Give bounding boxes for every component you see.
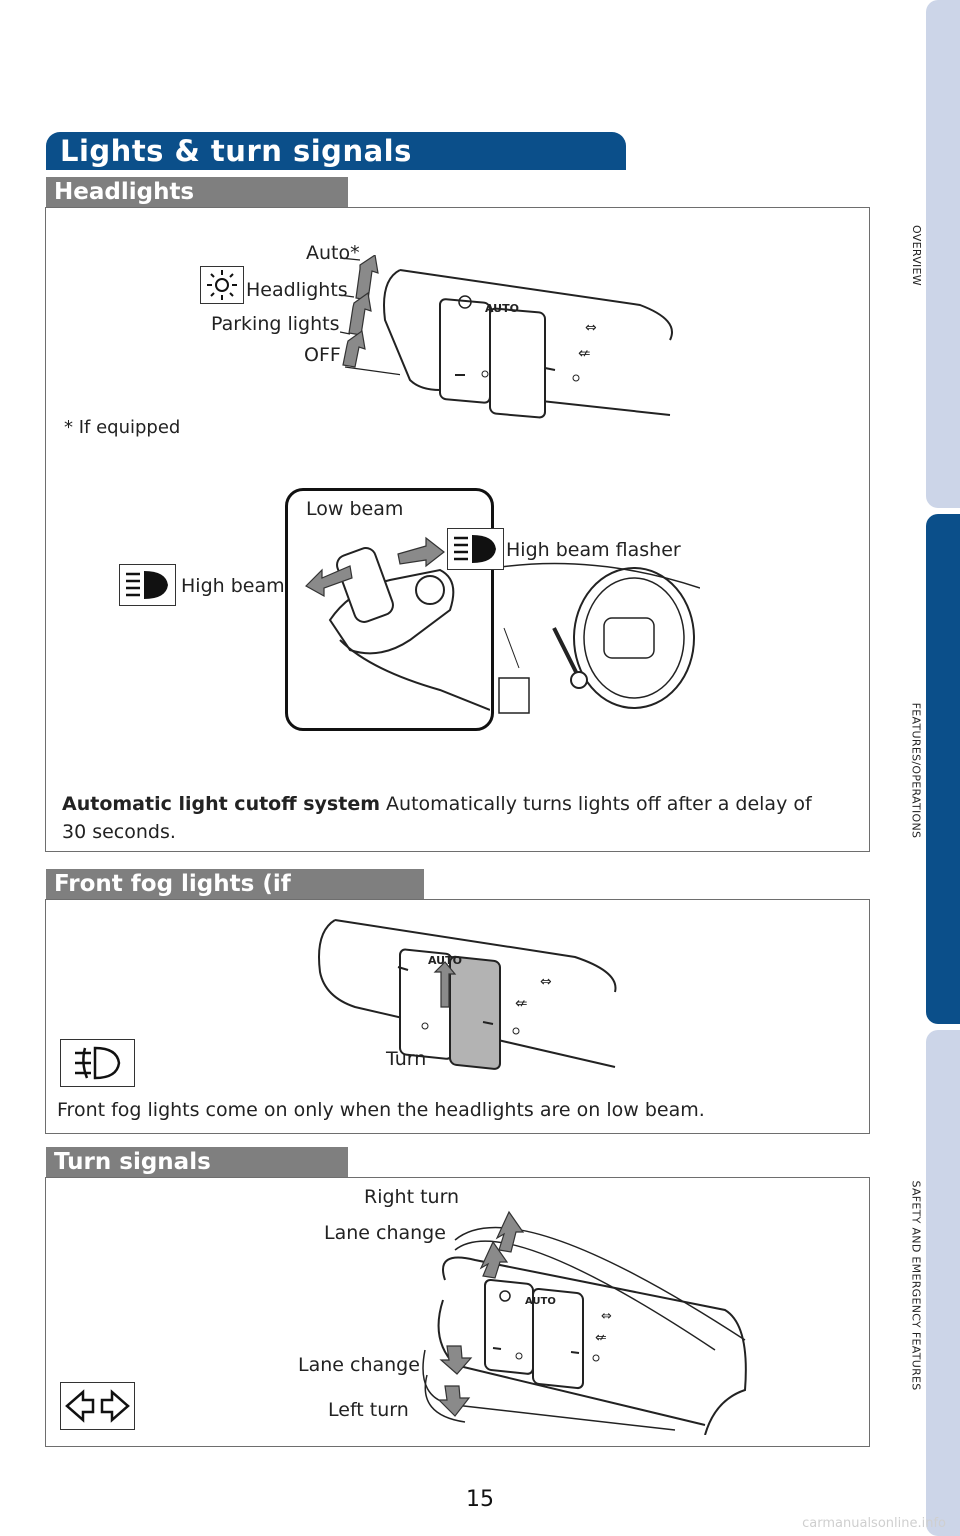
low-beam-hand-illustration — [328, 547, 490, 711]
svg-text:⇍: ⇍ — [578, 344, 591, 362]
page-title: Lights & turn signals — [60, 134, 412, 168]
turn-stalk-illustration: AUTO ⇍ ⇔ — [422, 1210, 747, 1435]
light-cutoff-text: Automatically turns lights off after a d… — [62, 793, 812, 843]
headlight-icon-box — [200, 266, 244, 304]
headlights-heading: Headlights — [46, 177, 348, 207]
fog-box — [45, 899, 870, 1134]
side-label-features: FEATURES/OPERATIONS — [909, 702, 923, 838]
light-cutoff-title: Automatic light cutoff system — [62, 793, 381, 815]
headlights-box — [45, 207, 870, 852]
svg-text:AUTO: AUTO — [428, 954, 462, 967]
parking-lights-label: Parking lights — [211, 313, 340, 335]
svg-text:⇔: ⇔ — [585, 320, 597, 336]
lane-change-up-label: Lane change — [324, 1222, 446, 1244]
fog-stalk-illustration: AUTO ⇍ ⇔ — [318, 919, 617, 1070]
side-label-safety: SAFETY AND EMERGENCY FEATURES — [909, 1179, 923, 1391]
right-turn-label: Right turn — [364, 1186, 460, 1208]
svg-text:AUTO: AUTO — [525, 1296, 556, 1307]
svg-text:⇍: ⇍ — [515, 994, 528, 1012]
headlight-stalk-illustration: AUTO ⇍ ⇔ — [383, 269, 673, 419]
headlights-label: Headlights — [246, 279, 348, 301]
fog-turn-label: Turn — [386, 1048, 427, 1070]
fog-description: Front fog lights come on only when the h… — [57, 1099, 705, 1121]
side-tab-features[interactable] — [926, 514, 960, 1024]
lane-change-down-label: Lane change — [298, 1354, 420, 1376]
title-bar — [46, 132, 626, 170]
watermark: carmanualsonline.info — [802, 1516, 946, 1531]
svg-text:⇔: ⇔ — [540, 974, 552, 990]
low-beam-label: Low beam — [306, 498, 404, 520]
auto-label: Auto* — [306, 242, 360, 264]
side-tab-safety[interactable] — [926, 1030, 960, 1536]
high-beam-icon — [126, 571, 168, 599]
turn-signal-icon-box — [60, 1382, 135, 1430]
headlight-position-arrows — [340, 255, 400, 376]
fog-heading: Front fog lights (if equipped) — [46, 869, 424, 927]
high-beam-label: High beam — [181, 575, 285, 597]
left-turn-label: Left turn — [328, 1399, 409, 1421]
turn-box — [45, 1177, 870, 1447]
high-beam-icon-box — [119, 564, 176, 606]
svg-text:AUTO: AUTO — [485, 302, 519, 315]
fog-light-icon-box — [60, 1039, 135, 1087]
turn-signal-arrows-icon — [65, 1389, 130, 1423]
low-beam-arrow — [305, 565, 353, 598]
dashboard-illustration — [494, 562, 700, 714]
side-label-overview: OVERVIEW — [909, 224, 923, 286]
page-number: 15 — [466, 1487, 494, 1512]
high-beam-flasher-icon-box — [447, 528, 504, 570]
svg-text:⇔: ⇔ — [601, 1309, 612, 1324]
side-tab-overview[interactable] — [926, 0, 960, 508]
light-cutoff-description: Automatic light cutoff system Automatica… — [62, 790, 832, 846]
fog-light-icon — [75, 1046, 121, 1080]
svg-text:⇍: ⇍ — [595, 1330, 607, 1346]
high-beam-flasher-arrow — [397, 536, 445, 568]
headlight-sun-icon — [207, 270, 237, 300]
if-equipped-footnote: * If equipped — [64, 417, 181, 438]
turn-heading: Turn signals — [46, 1147, 348, 1177]
high-beam-flasher-icon — [454, 535, 496, 563]
high-beam-flasher-label: High beam flasher — [506, 539, 681, 561]
off-label: OFF — [304, 344, 341, 366]
